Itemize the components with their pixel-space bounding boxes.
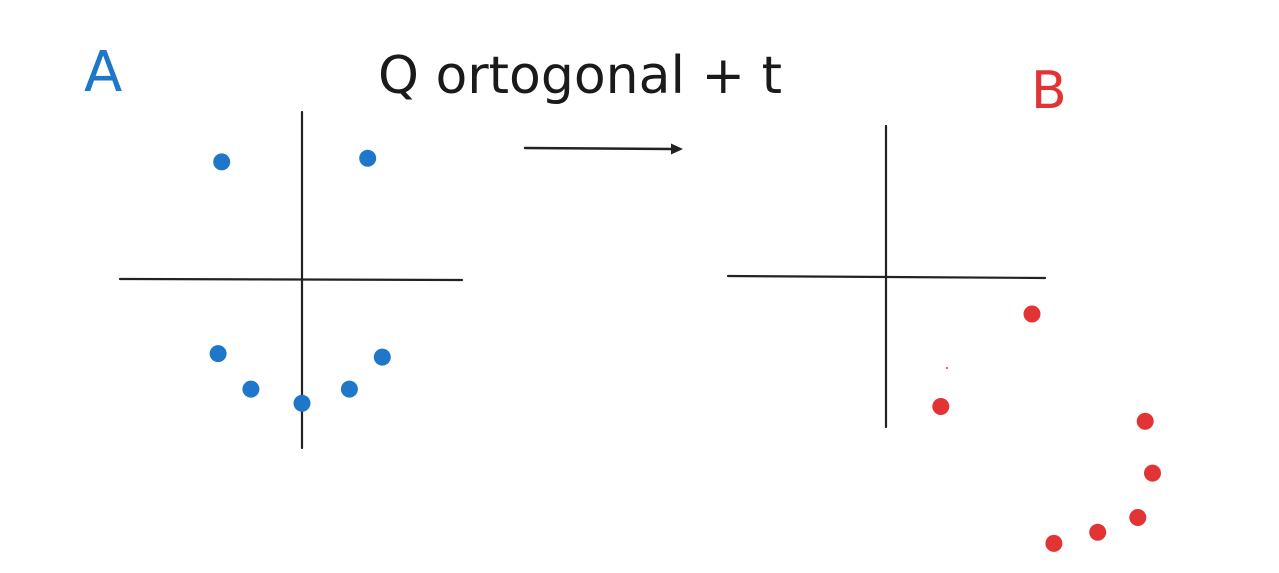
a-point-3 (209, 345, 227, 363)
a-point-5 (293, 394, 311, 412)
b-point-7 (1045, 534, 1063, 552)
axes-b (726, 124, 1047, 429)
a-point-2 (359, 149, 377, 167)
transform-arrow (523, 143, 683, 155)
label-a: A (84, 40, 122, 105)
diagram-title: Q ortogonal + t (378, 46, 782, 106)
b-point-6 (1089, 523, 1107, 541)
b-point-5 (1129, 509, 1147, 526)
b-point-3 (1136, 412, 1154, 430)
b-point-4 (1144, 464, 1161, 482)
x-axis-a (118, 277, 464, 282)
b-point-2 (932, 398, 950, 415)
a-point-7 (373, 348, 391, 366)
a-point-4 (242, 380, 260, 398)
label-b: B (1031, 61, 1067, 121)
a-point-6 (340, 380, 358, 398)
axes-a (118, 110, 464, 450)
point-set-a (209, 149, 391, 412)
b-point-1 (1023, 305, 1041, 323)
a-point-1 (213, 153, 231, 171)
point-set-b (932, 305, 1161, 552)
stray-mark (946, 367, 948, 369)
